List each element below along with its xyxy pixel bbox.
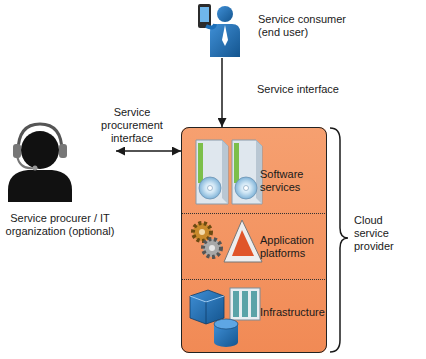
node-label: Application platforms [260,234,324,260]
consumer-node: Service consumer (end user) [193,4,361,58]
edge-label: Service procurement interface [96,106,168,145]
node-label: Service procurer / IT organization (opti… [4,212,116,238]
interface-arrow [116,150,181,152]
provider-fill [181,127,327,353]
service-band: Infrastructure [182,279,325,351]
service-band: Software services [182,128,325,213]
edge-label: Service interface [257,83,367,96]
platform-icons [193,220,262,262]
procurer-figure [8,124,72,202]
node-label: Cloud service provider [354,214,414,253]
service-band: Application platforms [182,213,325,279]
procurer-node: Service procurer / IT organization (opti… [4,126,116,238]
provider-bracket [330,128,348,352]
software-boxes [196,140,262,204]
infrastructure-icons [190,288,260,347]
interface-arrow [221,58,223,127]
node-label: Infrastructure [260,306,324,319]
node-label: Software services [260,168,324,194]
node-label: Service consumer (end user) [258,13,358,39]
consumer-figure [198,4,240,57]
provider-box: Cloud service providerSoftware servicesA… [181,127,327,353]
